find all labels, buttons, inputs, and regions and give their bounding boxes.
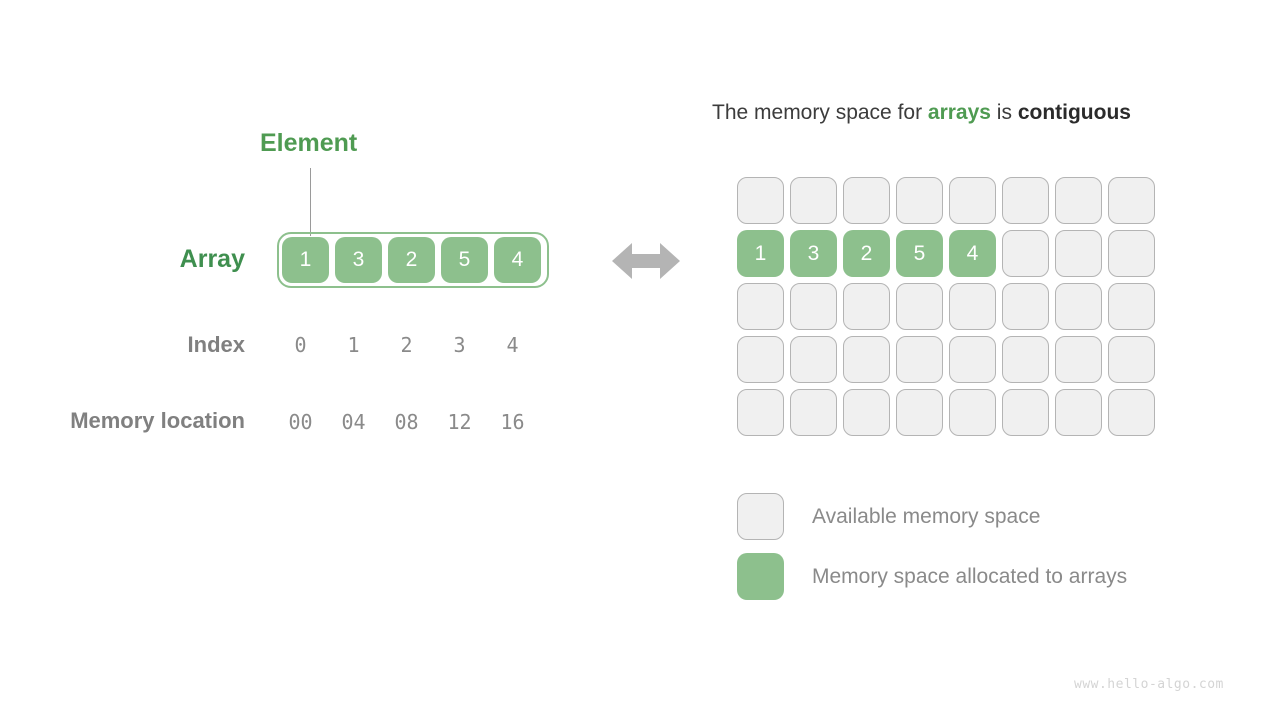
array-cell: 5 xyxy=(441,237,488,283)
memory-cell-free xyxy=(1108,230,1155,277)
legend-swatch-available-icon xyxy=(737,493,784,540)
element-callout-label: Element xyxy=(260,129,358,157)
index-row-label: Index xyxy=(187,332,245,357)
memory-title-middle: is xyxy=(990,101,1018,124)
index-value: 3 xyxy=(453,333,466,357)
memory-cell-free xyxy=(790,283,837,330)
legend-item-allocated: Memory space allocated to arrays xyxy=(737,553,1127,600)
watermark: www.hello-algo.com xyxy=(1074,677,1224,692)
legend-item-available: Available memory space xyxy=(737,493,1127,540)
memory-cell-free xyxy=(1108,336,1155,383)
memory-title-prefix: The memory space for xyxy=(712,101,928,124)
memory-cell-free xyxy=(843,283,890,330)
memory-value: 16 xyxy=(500,410,525,434)
memory-cell-free xyxy=(1055,230,1102,277)
memory-cell-free xyxy=(1055,389,1102,436)
memory-cell-free xyxy=(790,336,837,383)
array-cell: 4 xyxy=(494,237,541,283)
memory-cell-allocated: 1 xyxy=(737,230,784,277)
memory-cell-free xyxy=(843,336,890,383)
memory-cell-free xyxy=(737,177,784,224)
memory-cell-free xyxy=(843,177,890,224)
memory-cell-free xyxy=(1002,230,1049,277)
memory-title: The memory space for arrays is contiguou… xyxy=(712,101,1131,125)
array-cell: 1 xyxy=(282,237,329,283)
memory-cell-free xyxy=(949,177,996,224)
memory-cell-allocated: 3 xyxy=(790,230,837,277)
memory-cell-free xyxy=(1002,389,1049,436)
memory-cell-allocated: 5 xyxy=(896,230,943,277)
memory-cell-free xyxy=(896,389,943,436)
array-cell: 3 xyxy=(335,237,382,283)
memory-cell-free xyxy=(896,283,943,330)
memory-location-row-label: Memory location xyxy=(70,408,245,433)
memory-cell-free xyxy=(949,336,996,383)
index-value: 1 xyxy=(347,333,360,357)
memory-layout-panel: The memory space for arrays is contiguou… xyxy=(620,0,1280,720)
memory-cell-free xyxy=(1108,389,1155,436)
memory-cell-free xyxy=(1055,177,1102,224)
array-container: 1 3 2 5 4 xyxy=(277,232,549,288)
array-row-label: Array xyxy=(179,245,245,273)
memory-cell-free xyxy=(1108,177,1155,224)
element-callout-connector xyxy=(310,168,311,236)
memory-cell-free xyxy=(949,283,996,330)
memory-value: 08 xyxy=(394,410,419,434)
memory-cell-free xyxy=(737,389,784,436)
memory-cell-free xyxy=(737,283,784,330)
memory-cell-free xyxy=(737,336,784,383)
memory-cell-free xyxy=(949,389,996,436)
legend-label-available: Available memory space xyxy=(812,504,1041,528)
memory-cell-free xyxy=(790,389,837,436)
memory-value: 12 xyxy=(447,410,472,434)
array-cell: 2 xyxy=(388,237,435,283)
memory-cell-free xyxy=(1055,283,1102,330)
memory-values-row: 00 04 08 12 16 xyxy=(277,410,549,434)
memory-cell-free xyxy=(790,177,837,224)
memory-cell-allocated: 2 xyxy=(843,230,890,277)
memory-cell-free xyxy=(1002,336,1049,383)
array-concept-panel: Element Array Index Memory location 1 3 … xyxy=(0,0,680,720)
memory-cell-allocated: 4 xyxy=(949,230,996,277)
memory-value: 00 xyxy=(288,410,313,434)
memory-title-keyword-contiguous: contiguous xyxy=(1017,101,1131,124)
memory-value: 04 xyxy=(341,410,366,434)
memory-cell-free xyxy=(1002,283,1049,330)
memory-cell-free xyxy=(1002,177,1049,224)
memory-cell-free xyxy=(843,389,890,436)
memory-cell-free xyxy=(896,177,943,224)
memory-cell-free xyxy=(1055,336,1102,383)
index-value: 2 xyxy=(400,333,413,357)
memory-cell-free xyxy=(1108,283,1155,330)
legend-swatch-allocated-icon xyxy=(737,553,784,600)
legend: Available memory space Memory space allo… xyxy=(737,493,1127,613)
index-value: 4 xyxy=(506,333,519,357)
memory-title-keyword-arrays: arrays xyxy=(927,101,991,124)
index-value: 0 xyxy=(294,333,307,357)
index-values-row: 0 1 2 3 4 xyxy=(277,333,549,357)
double-arrow-horizontal-icon xyxy=(612,238,680,289)
memory-cell-free xyxy=(896,336,943,383)
legend-label-allocated: Memory space allocated to arrays xyxy=(812,564,1128,588)
